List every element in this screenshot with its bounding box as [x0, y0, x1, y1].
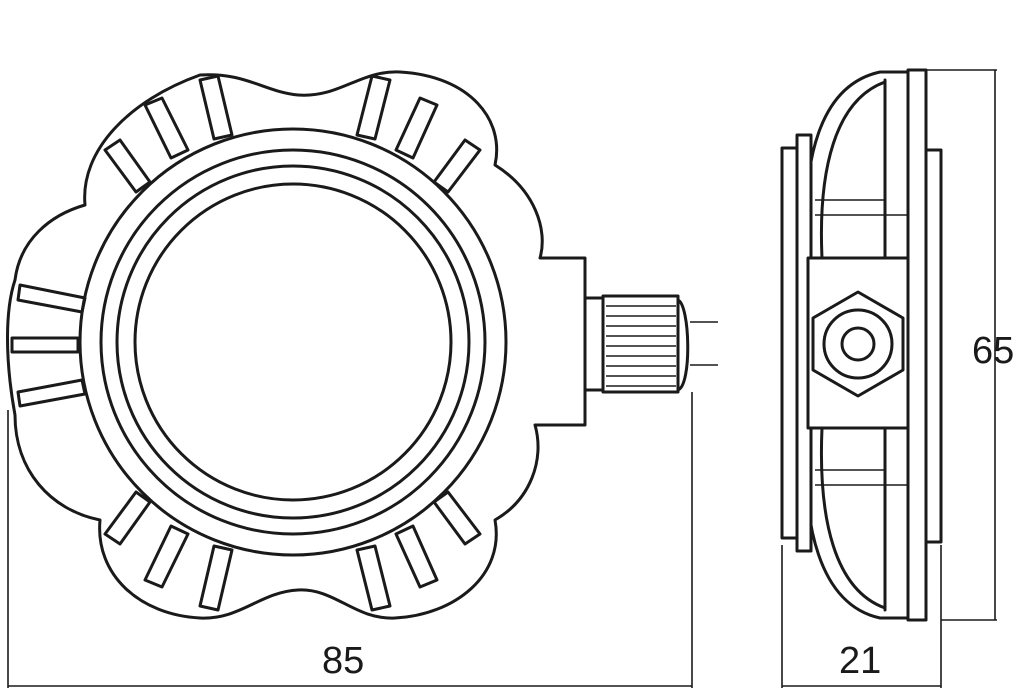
cable-hole: [840, 326, 876, 362]
bottom-ribs: [103, 490, 482, 612]
outer-ring: [78, 127, 508, 557]
lens-ring: [115, 164, 471, 520]
depth-dimension-label: 21: [839, 640, 882, 682]
cable-gland: [583, 294, 718, 394]
dimension-lines: [7, 69, 997, 688]
bezel-ring: [99, 148, 487, 536]
mounting-plate: [906, 68, 928, 622]
width-dimension-label: 85: [322, 640, 365, 682]
top-ribs: [103, 74, 482, 194]
front-view: [6, 70, 718, 620]
housing-outline: [6, 70, 587, 620]
left-ribs: [10, 283, 87, 408]
side-view: [780, 68, 943, 622]
height-dimension-label: 65: [972, 330, 1015, 372]
lens: [133, 182, 453, 502]
